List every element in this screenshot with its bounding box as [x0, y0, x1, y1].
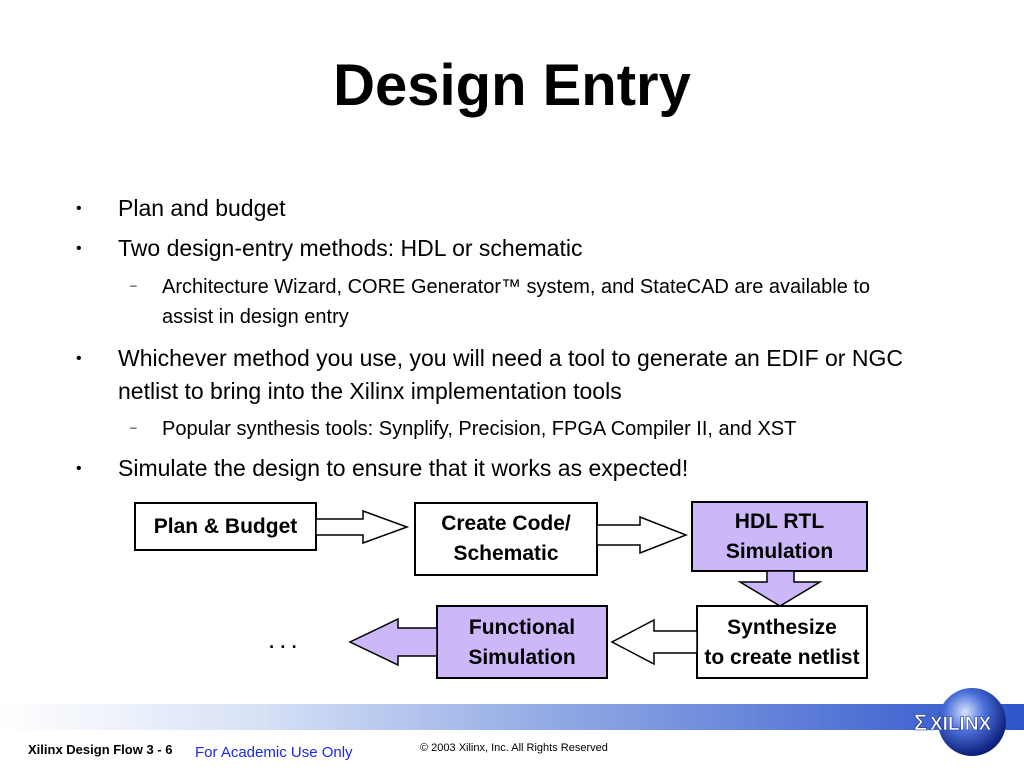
- arrow-left-1: [610, 618, 698, 666]
- create-code-label: Create Code/ Schematic: [415, 508, 597, 570]
- functional-sim-label: Functional Simulation: [437, 612, 607, 674]
- create-code-line1: Create Code/: [441, 512, 571, 535]
- synthesize-box: [696, 605, 868, 679]
- arrow-right-1: [315, 509, 410, 545]
- arrow-down: [737, 570, 823, 607]
- synthesize-line2: to create netlist: [704, 646, 860, 669]
- hdl-rtl-line1: HDL RTL: [734, 510, 825, 533]
- sub-bullet-item: – Popular synthesis tools: Synplify, Pre…: [130, 414, 922, 444]
- create-code-box: [414, 502, 598, 576]
- sub-bullet-item: – Architecture Wizard, CORE Generator™ s…: [130, 272, 897, 332]
- footer-course-label: Xilinx Design Flow 3 - 6: [28, 742, 173, 757]
- bullet-text: Simulate the design to ensure that it wo…: [118, 455, 689, 481]
- xilinx-logo: Σ XILINX: [910, 684, 1010, 773]
- slide-title: Design Entry: [333, 53, 691, 118]
- functional-line1: Functional: [468, 616, 576, 639]
- sub-bullet-text: Architecture Wizard, CORE Generator™ sys…: [162, 276, 871, 328]
- synthesize-label: Synthesize to create netlist: [697, 612, 867, 674]
- svg-text:Σ: Σ: [914, 710, 927, 735]
- bullet-text: Plan and budget: [118, 195, 286, 221]
- logo-text: XILINX: [930, 714, 992, 735]
- bullet-item: • Simulate the design to ensure that it …: [76, 452, 938, 485]
- bullet-marker: •: [76, 350, 82, 367]
- synthesize-line1: Synthesize: [727, 616, 837, 639]
- sub-bullet-text: Popular synthesis tools: Synplify, Preci…: [162, 418, 797, 440]
- arrow-right-2: [596, 515, 689, 555]
- bullet-text: Two design-entry methods: HDL or schemat…: [118, 235, 583, 261]
- bullet-marker: •: [76, 200, 82, 217]
- sub-bullet-marker: –: [130, 420, 137, 434]
- arrow-left-2: [348, 617, 438, 667]
- continuation-ellipsis: ...: [268, 624, 302, 654]
- plan-budget-box: [134, 502, 317, 551]
- functional-line2: Simulation: [468, 646, 576, 669]
- bullet-text: Whichever method you use, you will need …: [118, 345, 903, 404]
- hdl-rtl-label: HDL RTL Simulation: [692, 506, 867, 568]
- sub-bullet-marker: –: [130, 278, 137, 292]
- bullet-item: • Whichever method you use, you will nee…: [76, 342, 938, 408]
- footer-copyright: © 2003 Xilinx, Inc. All Rights Reserved: [420, 742, 608, 754]
- hdl-rtl-line2: Simulation: [725, 540, 834, 563]
- bullet-item: • Two design-entry methods: HDL or schem…: [76, 232, 938, 265]
- create-code-line2: Schematic: [453, 542, 559, 565]
- bullet-marker: •: [76, 460, 82, 477]
- footer-academic-notice: For Academic Use Only: [195, 744, 353, 761]
- bullet-item: • Plan and budget: [76, 192, 938, 225]
- bullet-marker: •: [76, 240, 82, 257]
- plan-budget-label: Plan & Budget: [153, 514, 298, 538]
- footer-bar: [0, 704, 1024, 730]
- design-flow-diagram: [134, 501, 868, 679]
